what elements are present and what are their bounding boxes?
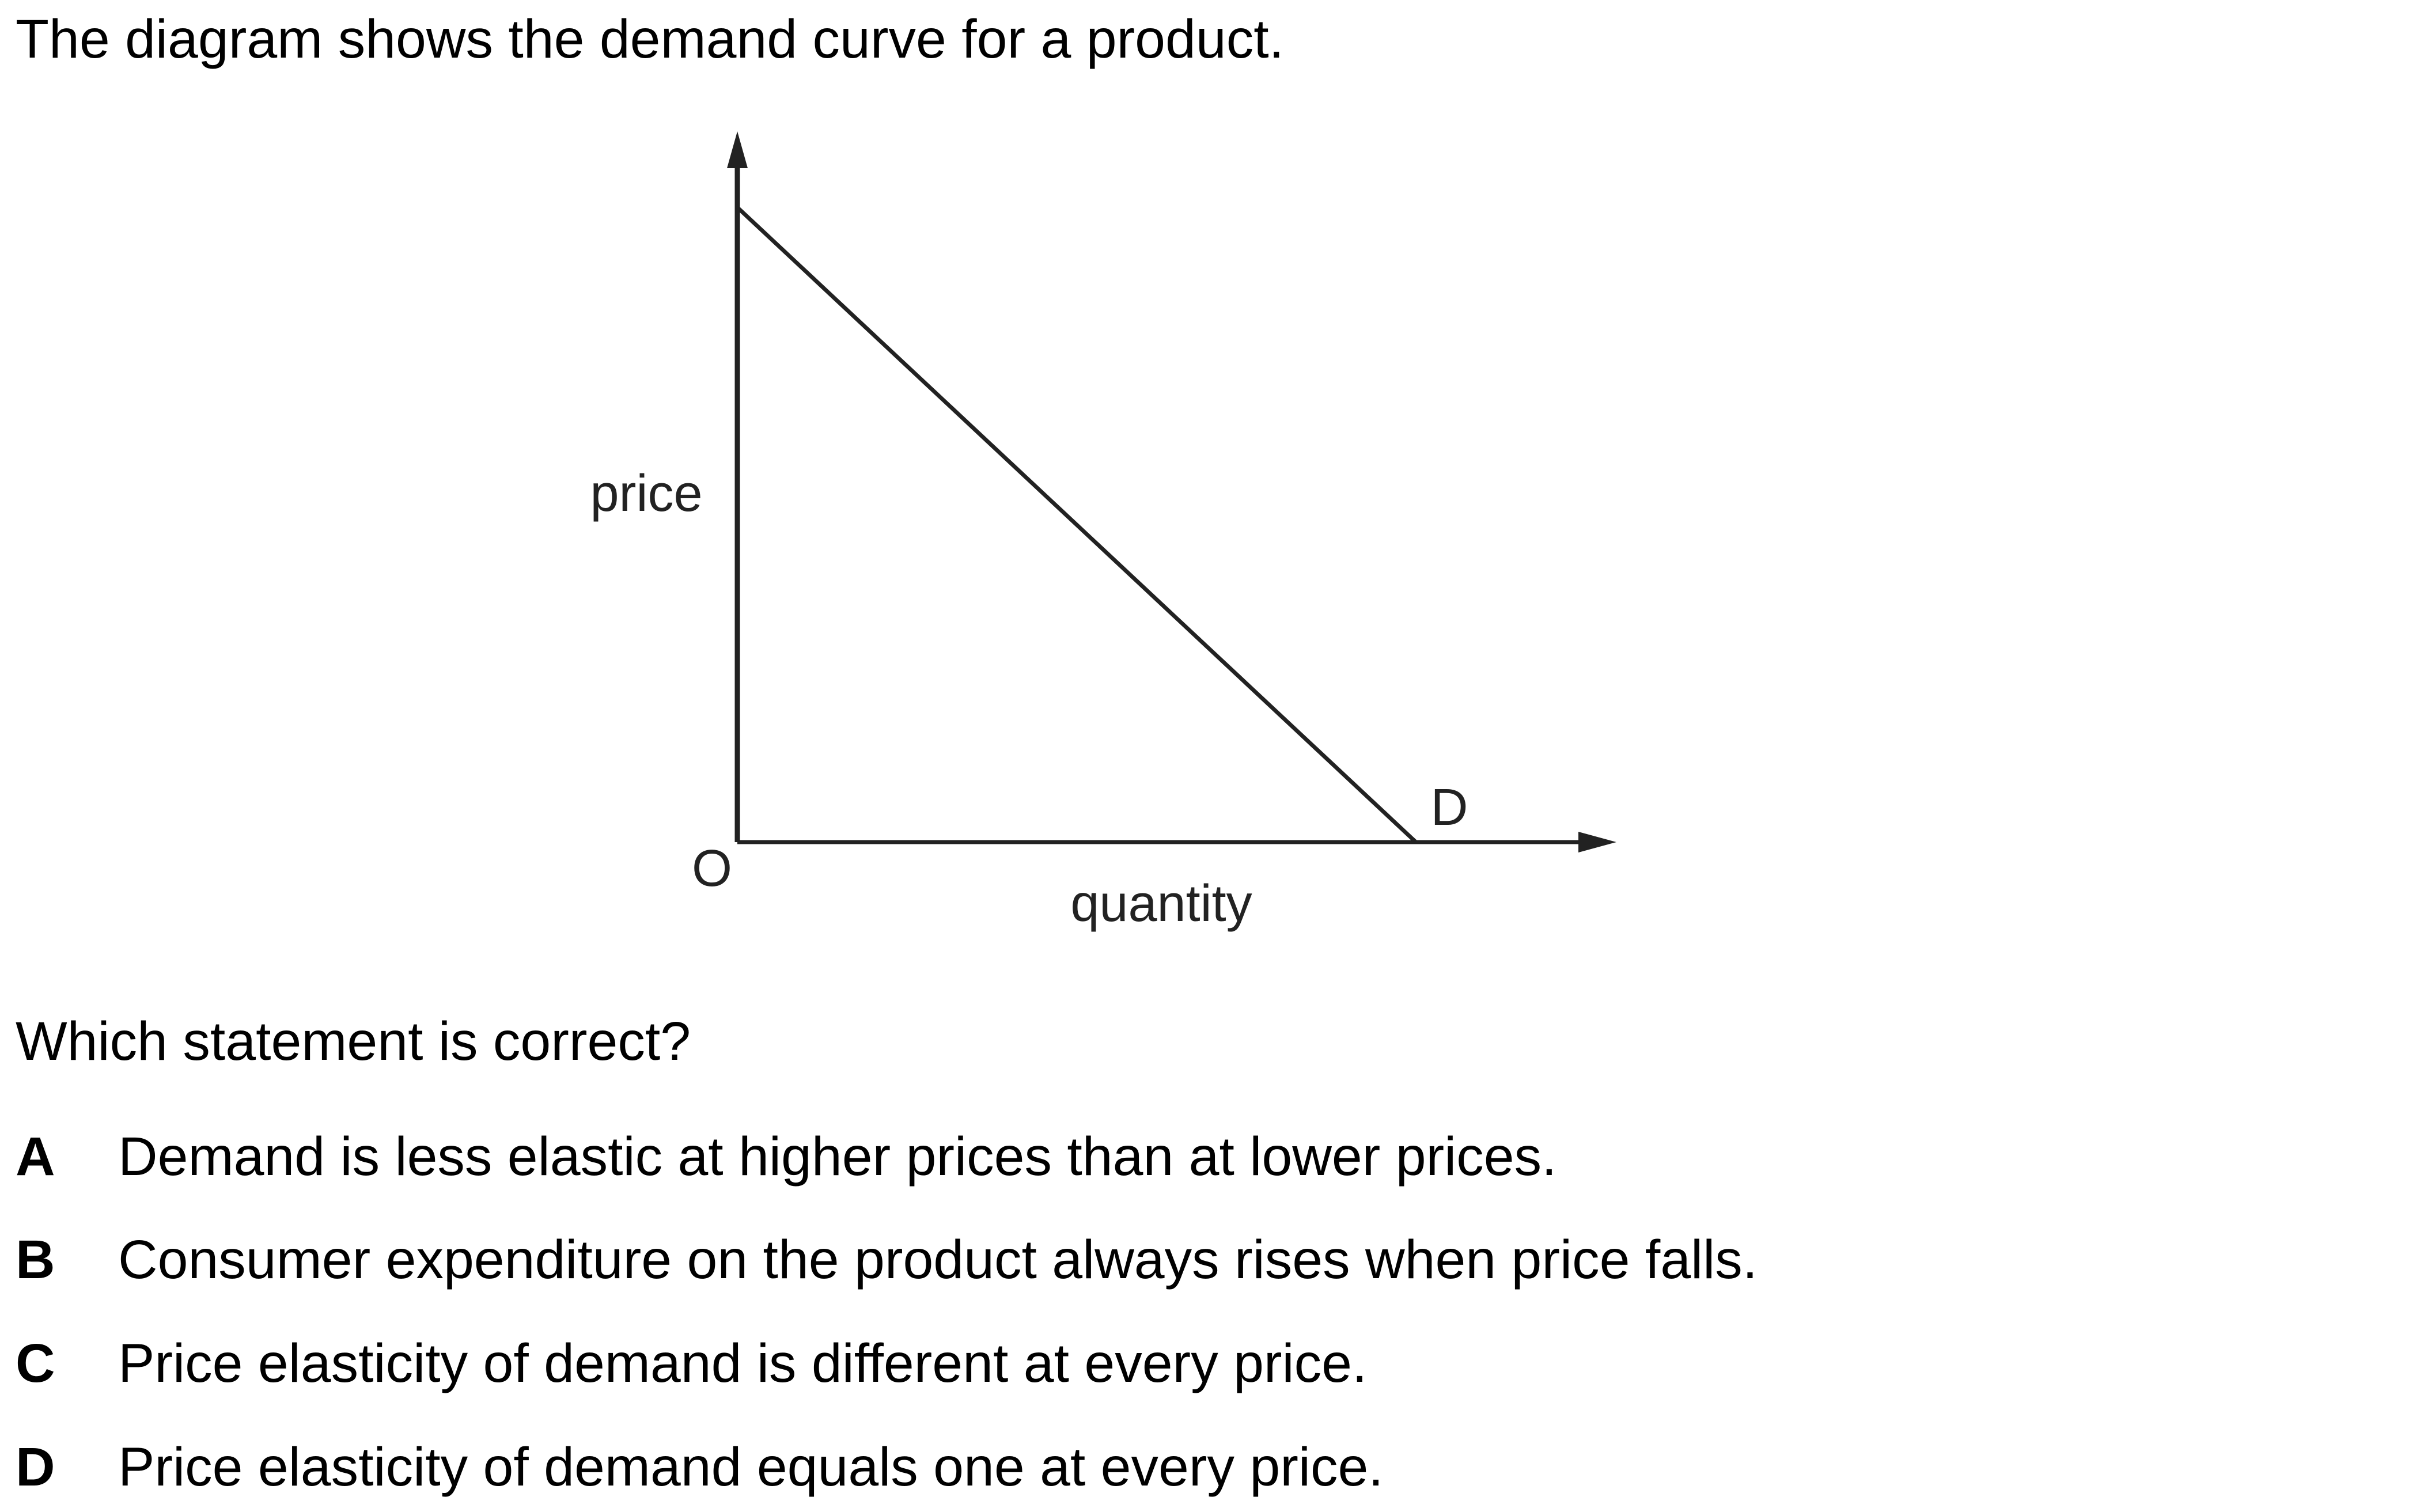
origin-label: O xyxy=(692,840,732,897)
option-letter: A xyxy=(16,1126,55,1187)
quantity-axis-arrow-icon xyxy=(1578,832,1616,852)
curve-label: D xyxy=(1431,779,1468,836)
demand-curve xyxy=(736,206,1418,844)
intro-text: The diagram shows the demand curve for a… xyxy=(16,9,1284,70)
option-text: Price elasticity of demand equals one at… xyxy=(118,1437,1384,1498)
option-text: Consumer expenditure on the product alwa… xyxy=(118,1229,1758,1290)
quantity-axis-label: quantity xyxy=(1070,875,1252,933)
question-text: Which statement is correct? xyxy=(16,1011,691,1072)
option-text: Price elasticity of demand is different … xyxy=(118,1333,1368,1394)
price-axis-arrow-icon xyxy=(727,131,748,168)
option-letter: D xyxy=(16,1437,55,1498)
option-letter: C xyxy=(16,1333,55,1394)
option-letter: B xyxy=(16,1229,55,1290)
price-axis-label: price xyxy=(590,465,702,522)
option-text: Demand is less elastic at higher prices … xyxy=(118,1126,1557,1187)
